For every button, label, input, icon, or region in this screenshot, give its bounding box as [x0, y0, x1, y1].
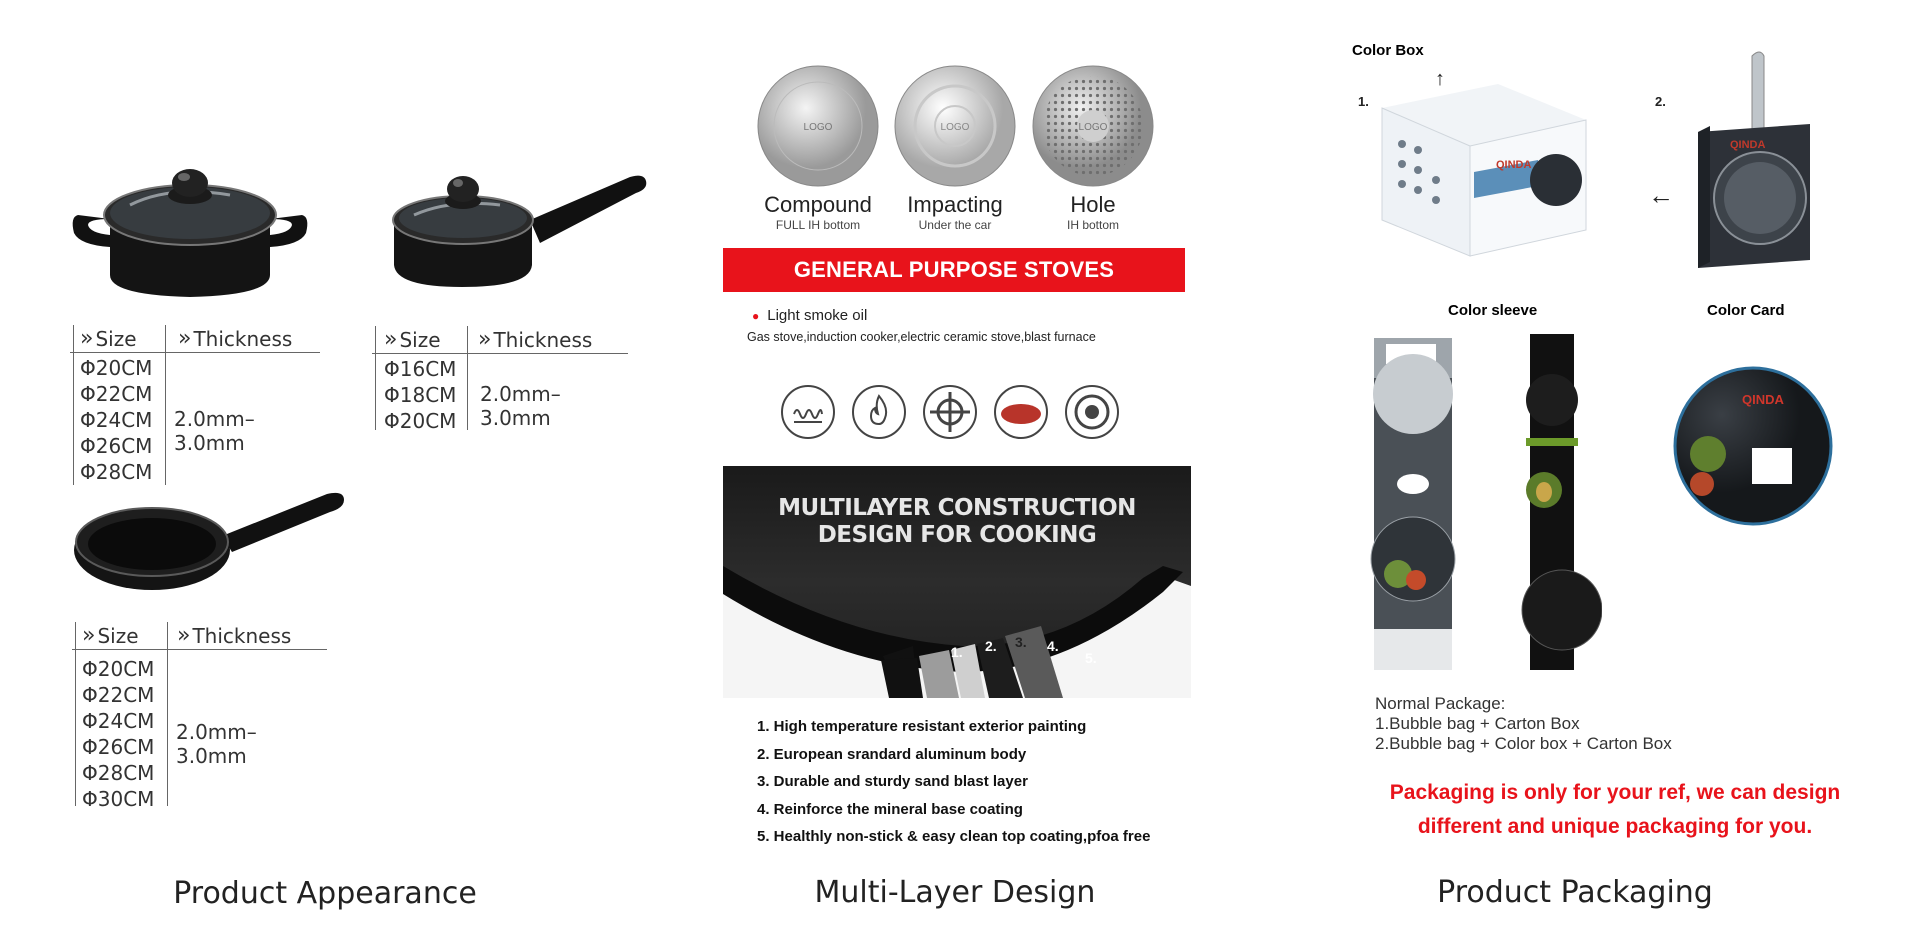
size-value: Φ22CM — [82, 683, 155, 707]
size-value: Φ24CM — [80, 408, 153, 432]
size-value: Φ18CM — [384, 383, 457, 407]
size-value: Φ20CM — [82, 657, 155, 681]
size-header: Size — [399, 327, 441, 352]
ceramic-plate-icon — [994, 385, 1048, 439]
packaging-note: Packaging is only for your ref, we can d… — [1350, 776, 1880, 844]
package-number-2: 2. — [1655, 94, 1666, 109]
spec-table-header: »Size »Thickness — [72, 622, 327, 650]
layer-number-1: 1. — [951, 644, 963, 660]
layer-number-3: 3. — [1015, 634, 1027, 650]
feature-item: 2. European srandard aluminum body — [757, 745, 1027, 763]
thickness-header: Thickness — [493, 327, 593, 352]
red-dot-icon: ● — [752, 309, 760, 323]
size-value: Φ26CM — [82, 735, 155, 759]
gas-burner-icon — [923, 385, 977, 439]
logo-mark: LOGO — [941, 122, 970, 133]
feature-item: 4. Reinforce the mineral base coating — [757, 800, 1023, 818]
double-chevron-icon: » — [82, 623, 96, 648]
feature-list: 1. High temperature resistant exterior p… — [757, 713, 1150, 851]
size-list: Φ16CM Φ18CM Φ20CM — [384, 356, 456, 434]
window-box-image: QINDA — [1698, 51, 1810, 268]
hole-label: Hole IH bottom — [1066, 192, 1120, 232]
size-value: Φ30CM — [82, 787, 155, 811]
color-card-label: Color Card — [1707, 302, 1785, 319]
saucepan-image — [392, 175, 647, 287]
oil-bullet: ●Light smoke oil — [752, 307, 868, 324]
compound-bottom-disc: LOGO — [757, 65, 879, 187]
size-list: Φ20CM Φ22CM Φ24CM Φ26CM Φ28CM Φ30CM — [82, 656, 154, 812]
package-number-1: 1. — [1358, 94, 1369, 109]
double-chevron-icon: » — [478, 327, 492, 352]
impacting-bottom-disc: LOGO — [894, 65, 1016, 187]
color-card-image: QINDA — [1673, 366, 1833, 526]
color-sleeve-gray-image — [1370, 338, 1456, 670]
spec-table-saucepan: »Size »Thickness Φ16CM Φ18CM Φ20CM 2.0mm… — [372, 326, 628, 434]
size-list: Φ20CM Φ22CM Φ24CM Φ26CM Φ28CM — [80, 355, 152, 485]
thickness-value: 2.0mm–3.0mm — [176, 720, 257, 768]
feature-item: 3. Durable and sturdy sand blast layer — [757, 773, 1028, 790]
normal-package-title: Normal Package: — [1375, 694, 1506, 713]
spec-table-frying-pan: »Size »Thickness Φ20CM Φ22CM Φ24CM Φ26CM… — [72, 622, 327, 811]
layer-number-5: 5. — [1085, 650, 1097, 666]
general-purpose-stoves-banner: GENERAL PURPOSE STOVES — [723, 248, 1185, 292]
layer-number-2: 2. — [985, 638, 997, 654]
thickness-value: 2.0mm–3.0mm — [174, 407, 255, 455]
size-header: Size — [95, 326, 137, 351]
pan-cross-section-image — [723, 566, 1191, 698]
feature-item: 5. Healthly non-stick & easy clean top c… — [757, 828, 1151, 845]
brand-logo: QINDA — [1496, 159, 1532, 171]
frying-pan-image — [74, 492, 344, 590]
brand-logo: QINDA — [1742, 392, 1785, 407]
normal-package-option: 2.Bubble bag + Color box + Carton Box — [1375, 734, 1672, 753]
logo-mark: LOGO — [804, 122, 833, 133]
double-chevron-icon: » — [177, 623, 191, 648]
size-value: Φ20CM — [80, 356, 153, 380]
halogen-hob-icon — [1065, 385, 1119, 439]
product-appearance-caption: Product Appearance — [173, 876, 477, 911]
thickness-header: Thickness — [193, 326, 293, 351]
packaging-note-line-1: Packaging is only for your ref, we can d… — [1389, 781, 1841, 804]
thickness-value: 2.0mm–3.0mm — [480, 382, 561, 430]
spec-table-header: »Size »Thickness — [372, 326, 628, 354]
flame-icon — [852, 385, 906, 439]
multilayer-construction-panel: MULTILAYER CONSTRUCTION DESIGN FOR COOKI… — [723, 466, 1191, 698]
size-value: Φ22CM — [80, 382, 153, 406]
left-arrow-icon: ← — [1648, 180, 1674, 210]
size-value: Φ20CM — [384, 409, 457, 433]
compound-label: Compound FULL IH bottom — [764, 192, 872, 232]
normal-package-info: Normal Package: 1.Bubble bag + Carton Bo… — [1375, 694, 1672, 754]
color-box-image: QINDA — [1381, 84, 1587, 257]
color-sleeve-label: Color sleeve — [1448, 302, 1538, 319]
thickness-header: Thickness — [192, 623, 292, 648]
size-header: Size — [97, 623, 139, 648]
layer-number-4: 4. — [1047, 638, 1059, 654]
normal-package-option: 1.Bubble bag + Carton Box — [1375, 714, 1580, 733]
size-value: Φ28CM — [80, 460, 153, 484]
color-box-label: Color Box — [1352, 42, 1424, 59]
hole-bottom-disc: LOGO — [1032, 65, 1154, 187]
multi-layer-design-caption: Multi-Layer Design — [814, 875, 1096, 910]
logo-mark: LOGO — [1079, 122, 1108, 133]
spec-table-casserole: »Size »Thickness Φ20CM Φ22CM Φ24CM Φ26CM… — [70, 325, 320, 485]
induction-coil-icon — [781, 385, 835, 439]
product-packaging-caption: Product Packaging — [1437, 875, 1713, 910]
feature-item: 1. High temperature resistant exterior p… — [757, 718, 1087, 735]
up-arrow-icon: ↑ — [1435, 68, 1445, 90]
panel-title-line-2: DESIGN FOR COOKING — [817, 522, 1097, 548]
color-sleeve-black-image — [1521, 334, 1602, 670]
size-value: Φ16CM — [384, 357, 457, 381]
impacting-label: Impacting Under the car — [907, 192, 1003, 232]
size-value: Φ26CM — [80, 434, 153, 458]
size-value: Φ28CM — [82, 761, 155, 785]
casserole-pot-image — [72, 169, 308, 297]
double-chevron-icon: » — [80, 326, 94, 351]
double-chevron-icon: » — [384, 327, 398, 352]
packaging-note-line-2: different and unique packaging for you. — [1417, 815, 1813, 838]
spec-table-header: »Size »Thickness — [70, 325, 320, 353]
stoves-text: Gas stove,induction cooker,electric cera… — [747, 330, 1096, 344]
brand-logo: QINDA — [1730, 139, 1766, 151]
double-chevron-icon: » — [178, 326, 192, 351]
size-value: Φ24CM — [82, 709, 155, 733]
panel-title-line-1: MULTILAYER CONSTRUCTION — [778, 495, 1136, 521]
